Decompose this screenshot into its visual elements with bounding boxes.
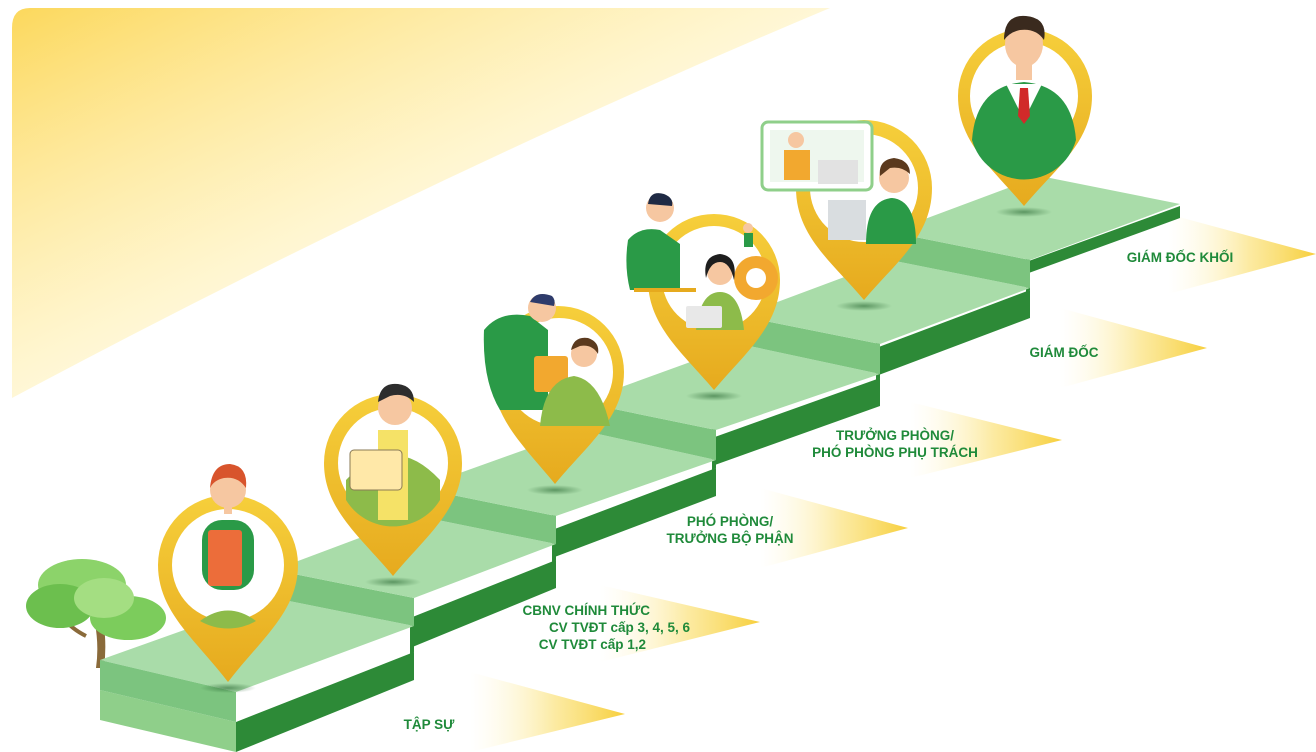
staircase [100,176,1180,752]
stage-title: TRƯỞNG PHÒNG/ [836,428,954,443]
pin-giam-doc-khoi [958,15,1092,217]
stage-title: TẬP SỰ [403,717,455,732]
label-tap-su: TẬP SỰ [389,716,469,733]
label-cbnv-group: CBNV CHÍNH THỨC CV TVĐT cấp 3, 4, 5, 6 C… [480,602,690,653]
employee-man-avatar [346,383,440,527]
stage-title: CV TVĐT cấp 1,2 [538,637,646,652]
tree-illustration [26,559,166,668]
stage-title: PHÓ PHÒNG PHỤ TRÁCH [812,445,978,460]
executive-avatar [972,15,1076,180]
ray-giam-doc-khoi [1168,214,1316,294]
label-giam-doc-khoi: GIÁM ĐỐC KHỐI [1110,249,1250,266]
stage-title: CV TVĐT cấp 3, 4, 5, 6 [548,620,690,635]
label-truong-phong: TRƯỞNG PHÒNG/ PHÓ PHÒNG PHỤ TRÁCH [800,427,990,461]
stage-title: GIÁM ĐỐC KHỐI [1126,250,1234,265]
background-glow [12,8,830,398]
manager-avatar [626,193,778,330]
intern-woman-avatar [200,464,256,629]
pin-tap-su [158,464,298,693]
ray-tap-su [470,672,625,752]
pin-pho-phong [483,294,624,495]
ray-cbnv [600,585,760,662]
stage-title: PHÓ PHÒNG/ [686,514,774,529]
pin-cbnv [324,383,462,587]
ray-pho-phong [760,488,908,568]
label-pho-phong: PHÓ PHÒNG/ TRƯỞNG BỘ PHẬN [660,513,800,547]
stage-title: TRƯỞNG BỘ PHẬN [666,531,794,546]
ray-truong-phong [910,402,1062,478]
stage-title: CBNV CHÍNH THỨC [522,603,650,618]
team-avatar [483,294,610,426]
ray-giam-doc [1060,308,1207,388]
director-avatar [760,120,916,244]
label-rays [470,214,1316,752]
stage-title: GIÁM ĐỐC [1029,345,1099,360]
pin-truong-phong [626,193,780,401]
pin-giam-doc [760,120,932,311]
label-giam-doc: GIÁM ĐỐC [1014,344,1114,361]
